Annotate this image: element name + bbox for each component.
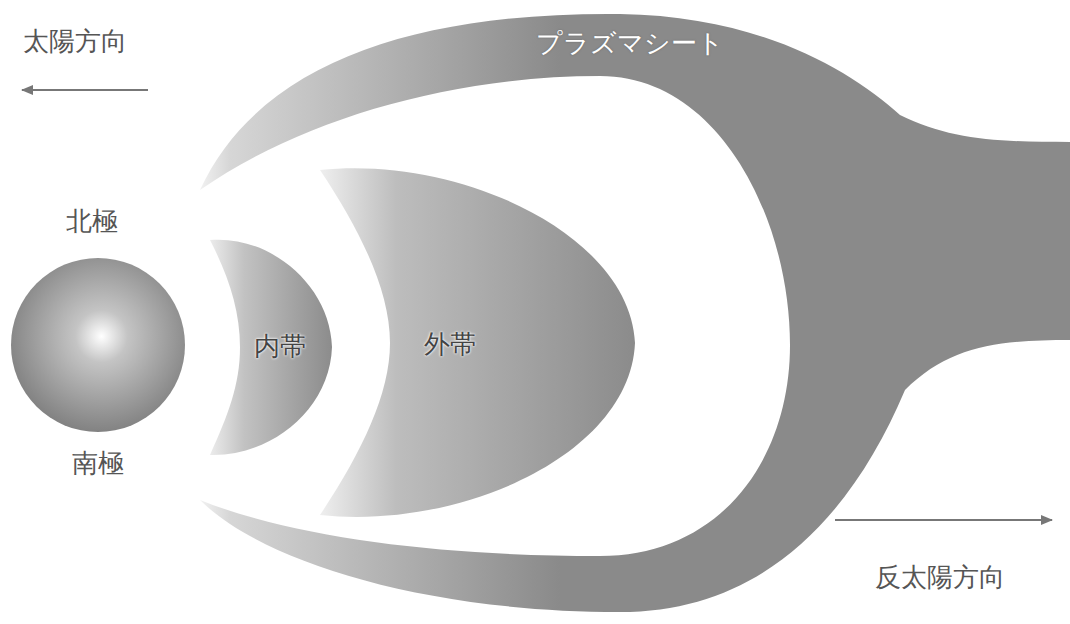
inner-belt-band: 内帯 — [200, 235, 335, 460]
band-label-wrap: 内帯 — [254, 331, 306, 362]
earth-globe — [11, 258, 185, 432]
direction-label: 太陽方向 — [23, 26, 127, 57]
direction-label-wrap: 反太陽方向 — [875, 562, 1005, 593]
band-label-wrap: 外帯 — [424, 329, 476, 360]
pole-label: 北極 — [66, 206, 118, 237]
band-outline — [320, 168, 635, 517]
pole-label: 南極 — [72, 448, 124, 479]
band-label: 内帯 — [254, 331, 306, 362]
anti-sun-direction-arrow — [835, 519, 1052, 521]
band-outline — [210, 240, 332, 455]
band-outline — [200, 14, 1070, 612]
band-label: 外帯 — [424, 329, 476, 360]
pole-label-wrap: 北極 — [66, 206, 118, 237]
direction-label-wrap: 太陽方向 — [23, 26, 127, 57]
band-label: プラズマシート — [536, 28, 724, 59]
band-label-wrap: プラズマシート — [536, 28, 724, 59]
pole-label-wrap: 南極 — [72, 448, 124, 479]
outer-belt-band: 外帯 — [310, 155, 640, 530]
direction-label: 反太陽方向 — [875, 562, 1005, 593]
sun-direction-arrow — [22, 89, 148, 91]
